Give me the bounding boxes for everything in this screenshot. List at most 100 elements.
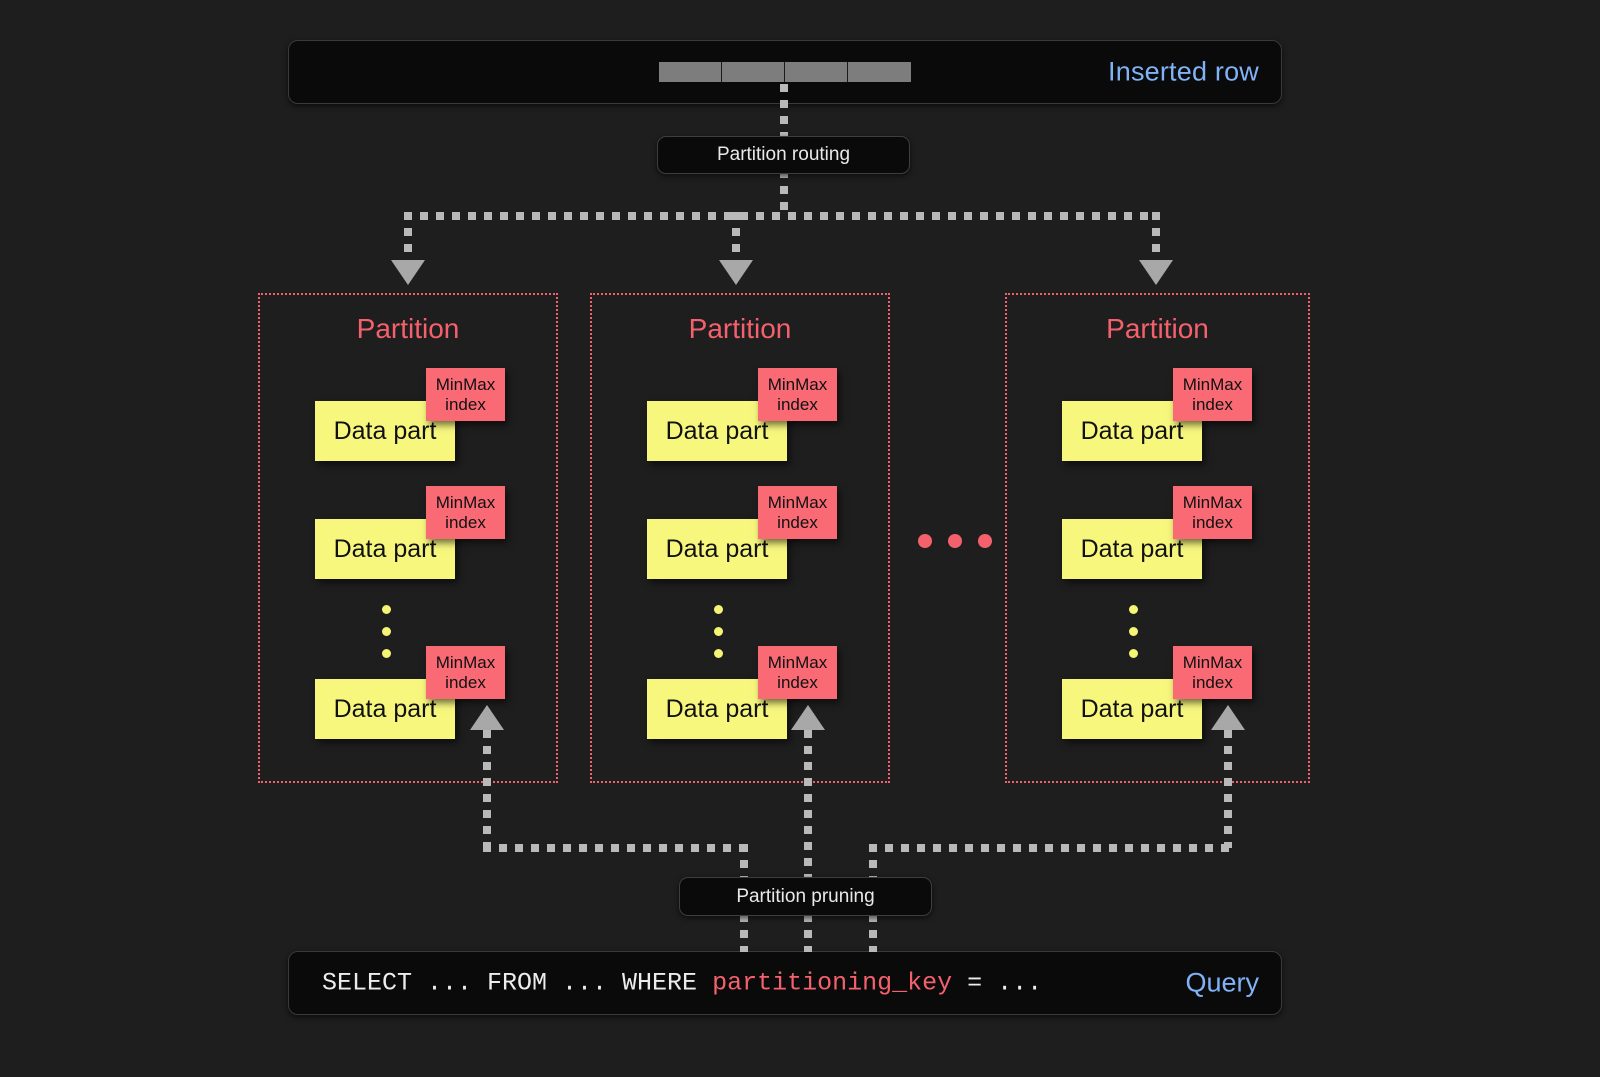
ellipsis-dot <box>918 534 932 548</box>
connector-bus-partition-1 <box>483 844 746 852</box>
connector-routing-to-bus <box>780 170 788 218</box>
minmax-index-line1: MinMax <box>435 652 496 672</box>
part-row: MinMax index Data part <box>1007 633 1308 753</box>
query-prefix: SELECT ... FROM ... WHERE <box>322 968 713 998</box>
part-row: MinMax index Data part <box>592 633 888 753</box>
connector-bus-partition-3 <box>869 844 1232 852</box>
minmax-index-line2: index <box>445 394 486 414</box>
minmax-index-line1: MinMax <box>767 492 828 512</box>
minmax-index-line1: MinMax <box>1182 492 1243 512</box>
connector-row-to-routing <box>780 84 788 140</box>
connector-fanout-bus <box>404 212 1160 220</box>
connector-bus-down-partition-1 <box>740 844 748 880</box>
arrow-down-partition-1 <box>391 260 425 285</box>
ellipsis-dot <box>948 534 962 548</box>
minmax-index-line1: MinMax <box>767 374 828 394</box>
partition-routing-label: Partition routing <box>716 144 851 165</box>
connector-drop-partition-2 <box>732 212 740 264</box>
minmax-index-line2: index <box>445 512 486 532</box>
minmax-index-line1: MinMax <box>767 652 828 672</box>
partition-container-2: Partition MinMax index Data part MinMax … <box>590 293 890 783</box>
arrow-up-partition-3 <box>1211 705 1245 730</box>
part-row: MinMax index Data part <box>592 355 888 475</box>
arrow-down-partition-3 <box>1139 260 1173 285</box>
ellipsis-dot <box>1129 649 1138 658</box>
minmax-index-box: MinMax index <box>1173 646 1252 699</box>
partition-parts-2: MinMax index Data part MinMax index Data… <box>592 355 888 781</box>
partition-title: Partition <box>356 313 460 344</box>
partition-pruning-box[interactable]: Partition pruning <box>679 877 932 916</box>
data-part-ellipsis <box>714 605 723 671</box>
arrow-down-partition-2 <box>719 260 753 285</box>
connector-pruning-to-query-2 <box>804 914 812 952</box>
data-part-ellipsis <box>1129 605 1138 671</box>
query-bar: SELECT ... FROM ... WHERE partitioning_k… <box>288 951 1282 1015</box>
partition-parts-1: MinMax index Data part MinMax index Data… <box>260 355 556 781</box>
row-cell <box>659 62 722 82</box>
connector-up-partition-2 <box>804 730 812 880</box>
minmax-index-line2: index <box>1192 512 1233 532</box>
minmax-index-box: MinMax index <box>426 646 505 699</box>
minmax-index-box: MinMax index <box>1173 486 1252 539</box>
ellipsis-dot <box>382 605 391 614</box>
partition-title: Partition <box>1106 313 1209 344</box>
data-part-box: Data part <box>315 401 455 461</box>
connector-drop-partition-1 <box>404 212 412 264</box>
query-partitioning-key: partitioning_key <box>712 968 953 998</box>
connector-pruning-to-query-3 <box>869 914 877 952</box>
minmax-index-line2: index <box>1192 394 1233 414</box>
minmax-index-line2: index <box>777 672 818 692</box>
ellipsis-dot <box>1129 627 1138 636</box>
minmax-index-box: MinMax index <box>758 486 837 539</box>
part-row: MinMax index Data part <box>260 633 556 753</box>
minmax-index-line2: index <box>777 512 818 532</box>
part-row: MinMax index Data part <box>260 473 556 593</box>
partition-pruning-label: Partition pruning <box>736 885 875 907</box>
arrow-up-partition-2 <box>791 705 825 730</box>
data-part-box: Data part <box>647 401 787 461</box>
minmax-index-box: MinMax index <box>758 646 837 699</box>
ellipsis-dot <box>714 649 723 658</box>
part-row: MinMax index Data part <box>592 473 888 593</box>
minmax-index-box: MinMax index <box>758 368 837 421</box>
query-text: SELECT ... FROM ... WHERE partitioning_k… <box>322 969 1042 998</box>
part-row: MinMax index Data part <box>1007 355 1308 475</box>
row-cell <box>848 62 911 82</box>
query-suffix: = ... <box>952 968 1043 998</box>
row-cell <box>785 62 848 82</box>
part-row: MinMax index Data part <box>260 355 556 475</box>
connector-bus-down-partition-3 <box>869 844 877 880</box>
arrow-up-partition-1 <box>470 705 504 730</box>
partition-container-1: Partition MinMax index Data part MinMax … <box>258 293 558 783</box>
ellipsis-dot <box>978 534 992 548</box>
part-row: MinMax index Data part <box>1007 473 1308 593</box>
minmax-index-box: MinMax index <box>426 486 505 539</box>
ellipsis-dot <box>382 627 391 636</box>
connector-up-partition-1 <box>483 730 491 848</box>
partition-routing-box[interactable]: Partition routing <box>657 136 910 174</box>
inserted-row-bar: Inserted row <box>288 40 1282 104</box>
minmax-index-line1: MinMax <box>435 492 496 512</box>
partition-parts-3: MinMax index Data part MinMax index Data… <box>1007 355 1308 781</box>
data-part-box: Data part <box>1062 401 1202 461</box>
inserted-row-label: Inserted row <box>1108 56 1259 87</box>
inserted-row-cells <box>659 62 911 82</box>
partition-ellipsis <box>918 534 992 548</box>
partition-container-3: Partition MinMax index Data part MinMax … <box>1005 293 1310 783</box>
minmax-index-line1: MinMax <box>435 374 496 394</box>
connector-drop-partition-3 <box>1152 212 1160 264</box>
minmax-index-line2: index <box>777 394 818 414</box>
minmax-index-line2: index <box>1192 672 1233 692</box>
ellipsis-dot <box>714 627 723 636</box>
minmax-index-box: MinMax index <box>426 368 505 421</box>
row-cell <box>722 62 785 82</box>
minmax-index-line2: index <box>445 672 486 692</box>
connector-pruning-to-query-1 <box>740 914 748 952</box>
query-label: Query <box>1185 967 1259 998</box>
ellipsis-dot <box>382 649 391 658</box>
minmax-index-line1: MinMax <box>1182 374 1243 394</box>
ellipsis-dot <box>1129 605 1138 614</box>
minmax-index-line1: MinMax <box>1182 652 1243 672</box>
ellipsis-dot <box>714 605 723 614</box>
